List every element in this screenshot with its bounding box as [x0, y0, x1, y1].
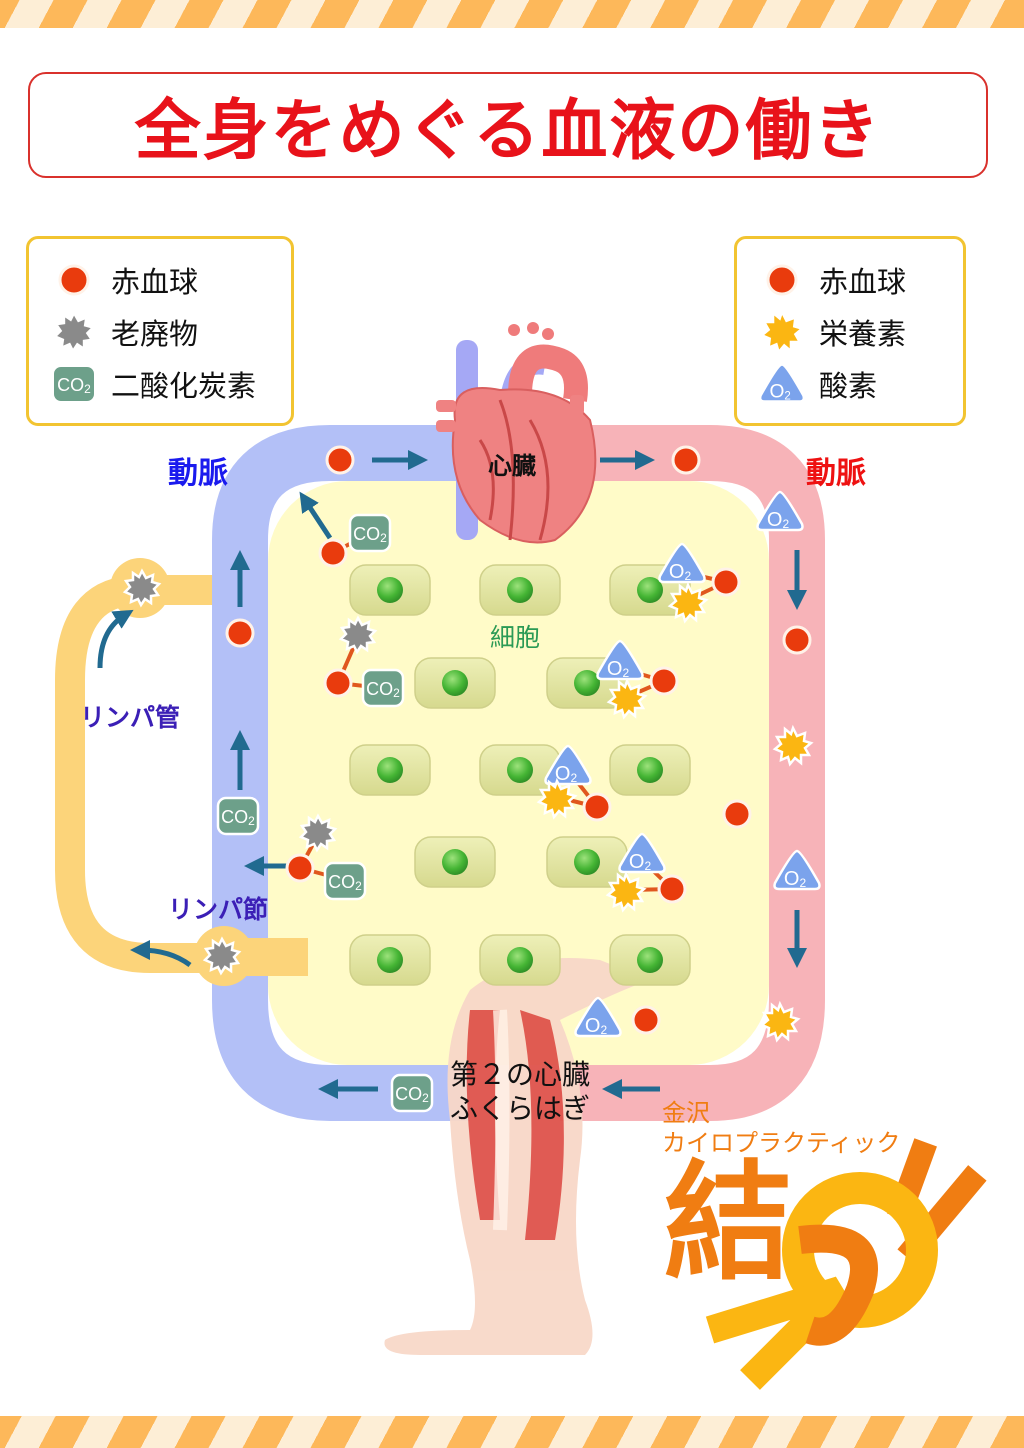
legend-item: CO2 二酸化炭素 [49, 359, 256, 409]
waste-icon [49, 307, 99, 357]
legend-item: 栄養素 [757, 307, 906, 357]
co2-icon: CO2 [49, 359, 99, 409]
cells-label: 細胞 [490, 623, 541, 652]
legend-item: 老廃物 [49, 307, 198, 357]
legend-item: 赤血球 [757, 255, 906, 305]
lymph-node-label: リンパ節 [168, 895, 269, 924]
heart-label: 心臓 [488, 452, 536, 480]
legend-label: 赤血球 [819, 265, 907, 299]
page-title: 全身をめぐる血液の働き [134, 92, 882, 169]
legend-label: 赤血球 [111, 265, 199, 299]
legend-label: 酸素 [819, 369, 878, 403]
lymph-vessel-label: リンパ管 [80, 703, 181, 732]
top-stripe-border [0, 0, 1024, 28]
brand-line2: カイロプラクティック [662, 1129, 901, 1157]
second-heart-line2: ふくらはぎ [450, 1092, 591, 1125]
legend-label: 二酸化炭素 [111, 369, 257, 403]
svg-text:CO2: CO2 [57, 375, 91, 396]
legend-waste-side: 赤血球 老廃物 CO2 二酸化炭素 [26, 236, 294, 426]
red-blood-cell-icon [49, 255, 99, 305]
second-heart-label: 第２の心臓 ふくらはぎ [450, 1058, 590, 1126]
legend-label: 栄養素 [819, 317, 907, 351]
title-banner: 全身をめぐる血液の働き [28, 72, 988, 178]
heart-illustration [436, 322, 597, 544]
brand-name: 金沢 カイロプラクティック [662, 1098, 901, 1158]
bottom-stripe-border [0, 1416, 1024, 1448]
red-blood-cell-icon [757, 255, 807, 305]
legend-item: O2 酸素 [757, 359, 877, 409]
legend-item: 赤血球 [49, 255, 198, 305]
right-vessel-label: 動脈 [806, 456, 866, 491]
nutrient-icon [757, 307, 807, 357]
brand-line1: 金沢 [662, 1099, 710, 1127]
calf-illustration [384, 958, 650, 1355]
legend-label: 老廃物 [111, 317, 199, 351]
legend-nutrient-side: 赤血球 栄養素 O2 酸素 [734, 236, 966, 426]
oxygen-icon: O2 [757, 359, 807, 409]
second-heart-line1: 第２の心臓 [450, 1058, 591, 1091]
brand-logo-char: 結 [664, 1149, 793, 1298]
left-vessel-label: 動脈 [168, 456, 228, 491]
brand-logo-graphic [705, 1138, 987, 1390]
